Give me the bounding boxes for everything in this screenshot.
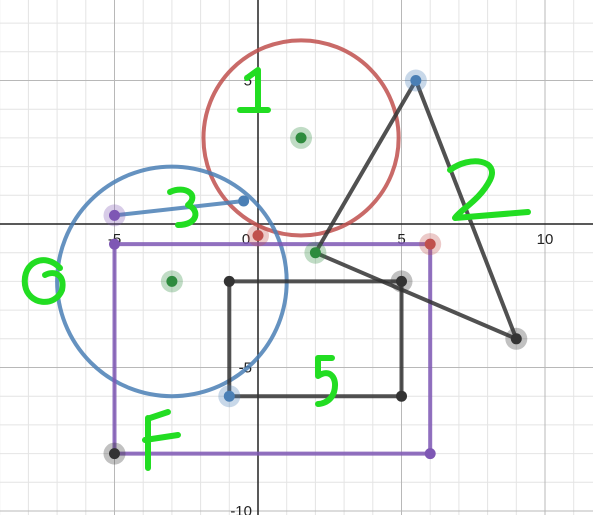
scribble-2 — [447, 158, 531, 221]
red-circle-center-point[interactable] — [290, 126, 313, 149]
red-right-point[interactable] — [419, 233, 442, 256]
segment-start-point[interactable] — [103, 204, 126, 227]
triangle-vertex-point-dot — [309, 247, 321, 259]
purple-top-left-point[interactable] — [109, 238, 120, 250]
blue-circle-center-point[interactable] — [160, 270, 183, 293]
triangle-vertex-point[interactable] — [304, 241, 327, 264]
tick-labels: -505105-5-10 — [108, 73, 554, 515]
scribble-3 — [167, 186, 199, 228]
purple-rectangle — [112, 242, 433, 456]
rect-corner-point[interactable] — [218, 385, 241, 408]
blue-segment-end-point[interactable] — [238, 195, 250, 207]
y-tick-label: 5 — [244, 73, 252, 90]
x-tick-label: 5 — [397, 231, 405, 248]
scribble-1 — [237, 67, 271, 113]
purple-top-left-point-dot — [109, 238, 120, 250]
blue-segment — [114, 199, 244, 218]
rect-corner-point-dot — [223, 390, 235, 402]
black-triangle — [313, 78, 519, 341]
rect-top-right-point[interactable] — [390, 270, 413, 293]
rect-top-left-point[interactable] — [223, 275, 235, 287]
points — [103, 69, 528, 465]
segment-start-point-dot — [109, 209, 120, 221]
red-circle-center-point-dot — [295, 132, 307, 144]
purple-bottom-left-point[interactable] — [103, 442, 126, 465]
triangle-right-point-dot — [510, 333, 522, 345]
x-tick-label: 10 — [537, 231, 554, 248]
rect-top-left-point-dot — [223, 275, 235, 287]
red-axis-point[interactable] — [247, 224, 269, 247]
x-tick-label: 0 — [242, 231, 250, 248]
purple-bottom-right-point-dot — [424, 448, 436, 460]
purple-bottom-left-point-dot — [109, 448, 120, 460]
rect-bottom-right-point-dot — [396, 390, 407, 402]
red-circle — [201, 38, 401, 238]
red-right-point-dot — [424, 238, 436, 250]
purple-bottom-right-point[interactable] — [424, 448, 436, 460]
scribble-4 — [21, 257, 66, 305]
scribble-5 — [315, 355, 338, 407]
blue-circle-center-point-dot — [166, 275, 178, 287]
y-tick-label: -10 — [230, 503, 252, 515]
scribble-6 — [142, 409, 181, 471]
blue-segment-end-point-dot — [238, 195, 250, 207]
triangle-top-point-dot — [410, 75, 422, 86]
rect-bottom-right-point[interactable] — [396, 390, 407, 402]
rect-top-right-point-dot — [396, 275, 407, 287]
triangle-top-point[interactable] — [404, 69, 427, 92]
triangle-right-point[interactable] — [505, 327, 528, 350]
red-axis-point-dot — [252, 229, 264, 241]
